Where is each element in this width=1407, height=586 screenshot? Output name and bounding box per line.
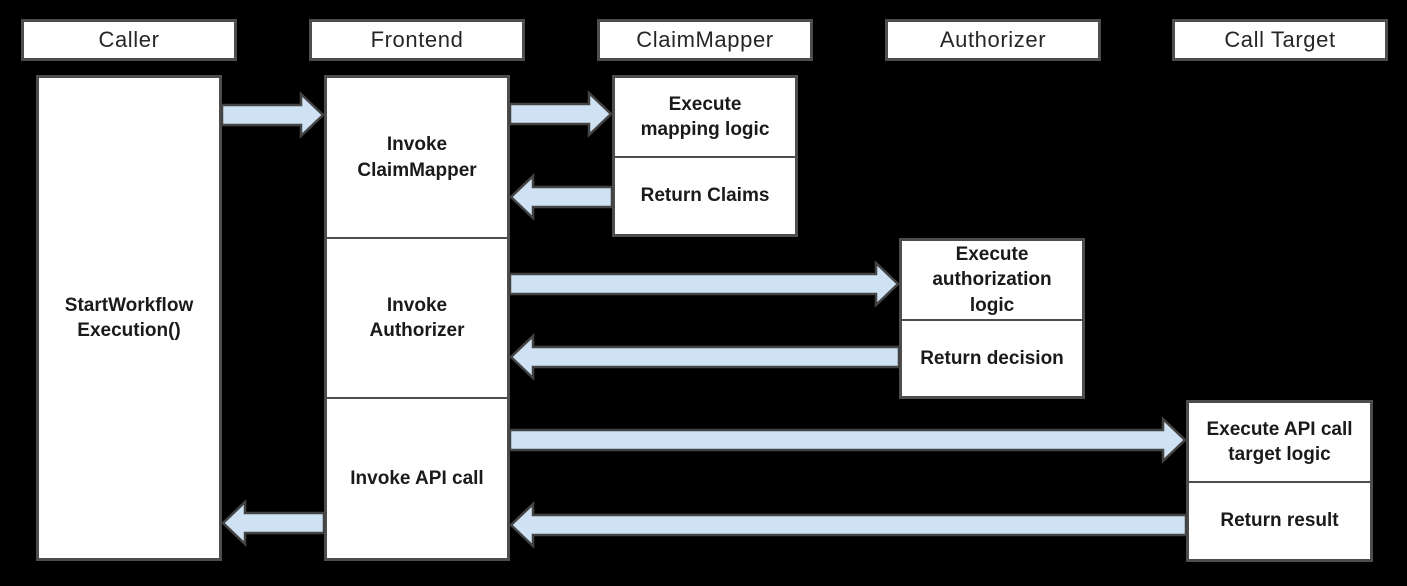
actor-header-authorizer: Authorizer xyxy=(885,19,1101,61)
actor-label-frontend: Frontend xyxy=(370,27,464,52)
arrow-frontend-to-authorizer xyxy=(508,260,900,308)
frontend-step-invoke-api-call: Invoke API call xyxy=(327,397,507,558)
calltarget-execute-cell: Execute API call target logic xyxy=(1206,418,1353,465)
actor-header-calltarget: Call Target xyxy=(1172,19,1388,61)
arrow-frontend-to-caller xyxy=(221,499,326,547)
authorizer-execute-cell: Execute authorization logic xyxy=(932,244,1052,316)
actor-label-claimmapper: ClaimMapper xyxy=(636,27,774,52)
actor-label-calltarget: Call Target xyxy=(1224,27,1336,52)
arrow-claimmapper-to-frontend xyxy=(509,173,614,221)
caller-activation-box: StartWorkflow Execution() xyxy=(36,75,222,561)
actor-label-caller: Caller xyxy=(98,27,160,52)
claimmapper-return-cell: Return Claims xyxy=(615,156,795,234)
arrow-caller-to-frontend xyxy=(220,91,325,139)
actor-label-authorizer: Authorizer xyxy=(939,27,1047,52)
actor-header-caller: Caller xyxy=(21,19,237,61)
arrow-frontend-to-claimmapper xyxy=(508,90,613,138)
authorizer-activation-box: Execute authorization logic Return decis… xyxy=(899,238,1085,399)
claimmapper-activation-box: Execute mapping logic Return Claims xyxy=(612,75,798,237)
arrow-frontend-to-calltarget xyxy=(508,416,1187,464)
caller-activation-label: StartWorkflow Execution() xyxy=(64,294,194,341)
actor-header-claimmapper: ClaimMapper xyxy=(597,19,813,61)
arrow-calltarget-to-frontend xyxy=(509,501,1188,549)
arrow-authorizer-to-frontend xyxy=(509,333,901,381)
frontend-step-invoke-authorizer: Invoke Authorizer xyxy=(327,237,507,397)
frontend-activation-box: Invoke ClaimMapper Invoke Authorizer Inv… xyxy=(324,75,510,561)
actor-header-frontend: Frontend xyxy=(309,19,525,61)
frontend-step-invoke-claimmapper: Invoke ClaimMapper xyxy=(357,134,477,181)
authorizer-return-cell: Return decision xyxy=(902,319,1082,396)
claimmapper-execute-cell: Execute mapping logic xyxy=(640,93,770,140)
calltarget-activation-box: Execute API call target logic Return res… xyxy=(1186,400,1373,562)
calltarget-return-cell: Return result xyxy=(1189,481,1370,559)
